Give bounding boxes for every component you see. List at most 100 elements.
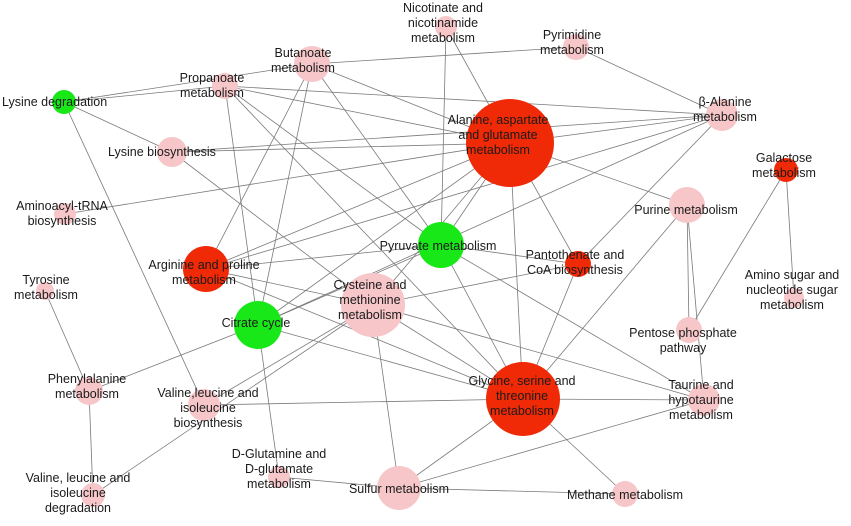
edge-cysteine-valine-deg: [92, 304, 374, 496]
node-nicotinate[interactable]: [435, 16, 457, 38]
edge-beta-alanine-pantothenate: [577, 114, 723, 265]
edge-alanine-aminoacyl: [64, 142, 511, 215]
label-line: isoleucine: [180, 401, 236, 415]
label-line: metabolism: [338, 308, 402, 322]
node-propanoate[interactable]: [212, 73, 238, 99]
node-citrate[interactable]: [234, 301, 282, 349]
edge-purine-glycine: [522, 204, 688, 400]
edge-lysine-degradation-valine-bio: [63, 101, 205, 406]
edge-pyruvate-taurine: [440, 244, 705, 401]
edge-citrate-d-glutamine: [257, 324, 280, 478]
edge-pyruvate-pantothenate: [440, 244, 579, 265]
label-methane: Methane metabolism: [567, 488, 683, 502]
label-line: metabolism: [55, 387, 119, 401]
label-line: CoA biosynthesis: [527, 263, 623, 277]
label-purine: Purine metabolism: [634, 203, 738, 217]
label-line: Lysine biosynthesis: [108, 145, 216, 159]
edge-butanoate-arginine: [205, 63, 313, 270]
label-line: metabolism: [411, 31, 475, 45]
label-line: Arginine and proline: [148, 258, 259, 272]
label-line: metabolism: [180, 86, 244, 100]
edge-beta-alanine-arginine: [205, 114, 723, 270]
edge-nicotinate-pyruvate: [440, 26, 447, 246]
label-line: Pentose phosphate: [629, 326, 737, 340]
label-line: and glutamate: [458, 128, 537, 142]
edge-galactose-amino-sugar: [785, 169, 795, 299]
label-line: Purine metabolism: [634, 203, 738, 217]
edge-beta-alanine-citrate: [257, 114, 723, 326]
label-line: Sulfur metabolism: [349, 482, 449, 496]
edge-butanoate-pyruvate: [311, 63, 442, 246]
label-line: Phenylalanine: [48, 372, 127, 386]
node-sulfur[interactable]: [377, 466, 421, 510]
node-tyrosine[interactable]: [36, 282, 54, 300]
edge-phenylalanine-valine-deg: [88, 390, 94, 496]
label-line: Valine,leucine and: [157, 386, 258, 400]
node-valine-bio[interactable]: [188, 389, 220, 421]
node-pyrimidine[interactable]: [563, 34, 589, 60]
node-pantothenate[interactable]: [565, 251, 591, 277]
node-taurine[interactable]: [688, 384, 720, 416]
label-line: biosynthesis: [28, 214, 97, 228]
label-line: Propanoate: [180, 71, 245, 85]
label-line: degradation: [45, 501, 111, 515]
node-butanoate[interactable]: [294, 46, 330, 82]
edge-lysine-degradation-lysine-biosynthesis: [63, 101, 173, 153]
node-glycine[interactable]: [486, 362, 560, 436]
label-line: Butanoate: [275, 46, 332, 60]
node-phenylalanine[interactable]: [75, 377, 103, 405]
label-line: hypotaurine: [668, 393, 733, 407]
edge-pyrimidine-beta-alanine: [575, 46, 723, 116]
node-layer: [36, 16, 804, 510]
label-sulfur: Sulfur metabolism: [349, 482, 449, 496]
node-galactose[interactable]: [774, 158, 798, 182]
node-d-glutamine[interactable]: [268, 466, 290, 488]
label-line: Alanine, aspartate: [448, 113, 549, 127]
label-line: Taurine and: [668, 378, 733, 392]
node-beta-alanine[interactable]: [706, 99, 738, 131]
edge-butanoate-citrate: [257, 63, 313, 326]
edge-lysine-biosynthesis-cysteine: [171, 151, 374, 306]
node-alanine[interactable]: [466, 99, 554, 187]
label-line: Tyrosine: [22, 273, 69, 287]
node-lysine-biosynthesis[interactable]: [157, 137, 187, 167]
label-line: methionine: [339, 293, 400, 307]
label-line: D-Glutamine and: [232, 447, 327, 461]
label-line: Galactose: [756, 151, 812, 165]
edge-galactose-pentose: [688, 169, 787, 331]
edge-propanoate-lysine-degradation: [63, 85, 226, 103]
label-line: metabolism: [669, 408, 733, 422]
edge-cysteine-taurine: [372, 304, 705, 401]
label-line: Aminoacyl-tRNA: [16, 199, 108, 213]
label-line: Lysine degradation: [2, 95, 107, 109]
edge-pyruvate-arginine: [205, 244, 442, 270]
node-valine-deg[interactable]: [81, 483, 105, 507]
node-methane[interactable]: [612, 481, 638, 507]
node-amino-sugar[interactable]: [784, 288, 804, 308]
node-arginine[interactable]: [183, 246, 229, 292]
edge-lysine-biosynthesis-beta-alanine: [171, 114, 723, 153]
label-line: metabolism: [540, 43, 604, 57]
node-pyruvate[interactable]: [418, 222, 464, 268]
edge-alanine-arginine: [205, 142, 511, 270]
edge-taurine-sulfur: [398, 399, 705, 489]
node-lysine-degradation[interactable]: [52, 90, 76, 114]
node-pentose[interactable]: [676, 317, 702, 343]
label-line: Glycine, serine and: [468, 374, 575, 388]
label-line: biosynthesis: [174, 416, 243, 430]
label-line: metabolism: [247, 477, 311, 491]
label-line: pathway: [660, 341, 707, 355]
node-aminoacyl[interactable]: [54, 203, 76, 225]
node-cysteine[interactable]: [341, 273, 405, 337]
node-purine[interactable]: [669, 187, 705, 223]
